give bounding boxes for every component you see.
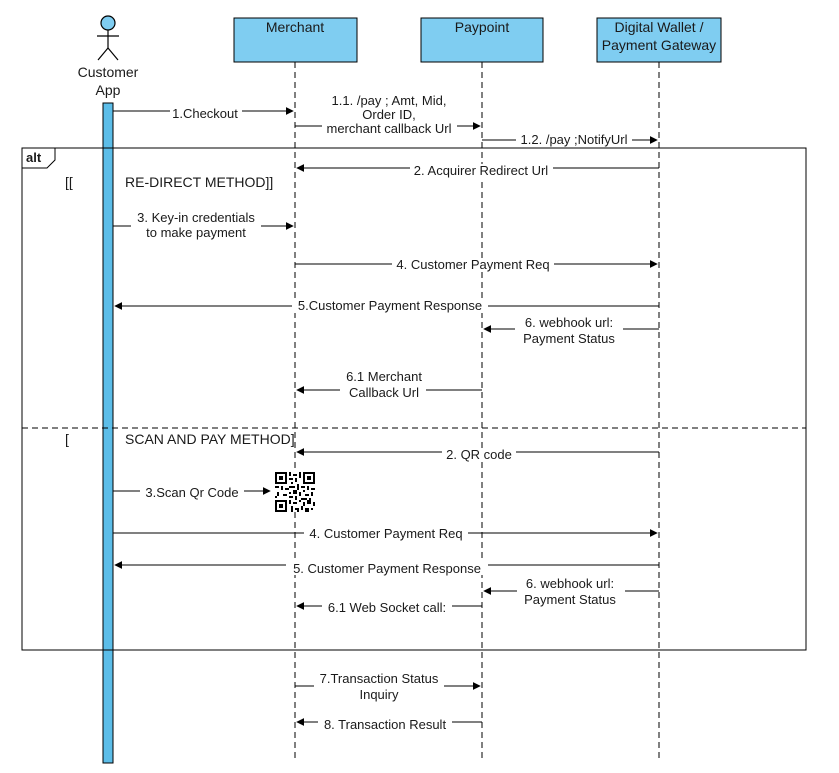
msg-resp-redirect: 5.Customer Payment Response [298, 298, 482, 313]
msg-notify: 1.2. /pay ;NotifyUrl [521, 132, 628, 147]
msg-scan: 3.Scan Qr Code [145, 485, 238, 500]
participant-paypoint: Paypoint [420, 17, 544, 63]
msg-webhook1-line1: 6. webhook url: [525, 315, 613, 330]
msg-req-redirect: 4. Customer Payment Req [396, 257, 549, 272]
actor-label-line1: Customer [78, 64, 139, 80]
participant-paypoint-label: Paypoint [455, 19, 510, 35]
guard1-text: RE-DIRECT METHOD]] [125, 174, 273, 190]
msg-status-line2: Inquiry [359, 687, 399, 702]
msg-callback-line2: Callback Url [349, 385, 419, 400]
guard1-open: [[ [65, 174, 73, 190]
msg-keyin-line1: 3. Key-in credentials [137, 210, 255, 225]
msg-callback-line1: 6.1 Merchant [346, 369, 422, 384]
participant-merchant-label: Merchant [266, 19, 324, 35]
customer-actor: Customer App [78, 15, 139, 98]
guard2-open: [ [65, 431, 69, 447]
participant-merchant: Merchant [233, 17, 358, 63]
customer-activation-bar [102, 102, 114, 764]
participant-gateway-label-line2: Payment Gateway [602, 37, 716, 53]
msg-result: 8. Transaction Result [324, 717, 447, 732]
msg-webhook2-line2: Payment Status [524, 592, 616, 607]
msg-pay-line2: Order ID, [362, 107, 415, 122]
participant-gateway-label-line1: Digital Wallet / [615, 19, 704, 35]
participant-gateway: Digital Wallet / Payment Gateway [596, 17, 722, 63]
msg-webhook1-line2: Payment Status [523, 331, 615, 346]
msg-resp-scan: 5. Customer Payment Response [293, 561, 481, 576]
msg-checkout: 1.Checkout [172, 106, 238, 121]
alt-fragment: alt [[ RE-DIRECT METHOD]] [ SCAN AND PAY… [21, 147, 807, 651]
msg-websocket: 6.1 Web Socket call: [328, 600, 446, 615]
msg-pay-line3: merchant callback Url [327, 121, 452, 136]
qr-code-icon [275, 472, 315, 512]
msg-req-scan: 4. Customer Payment Req [309, 526, 462, 541]
msg-webhook2-line1: 6. webhook url: [526, 576, 614, 591]
msg-qr-code: 2. QR code [446, 447, 512, 462]
actor-label-line2: App [96, 82, 121, 98]
msg-pay-line1: 1.1. /pay ; Amt, Mid, [332, 93, 447, 108]
msg-keyin-line2: to make payment [146, 225, 246, 240]
alt-tag: alt [26, 150, 42, 165]
msg-status-line1: 7.Transaction Status [320, 671, 439, 686]
stick-figure-icon [97, 15, 119, 61]
msg-acquirer: 2. Acquirer Redirect Url [414, 163, 548, 178]
guard2-text: SCAN AND PAY METHOD] [125, 431, 295, 447]
lifelines [294, 62, 660, 762]
